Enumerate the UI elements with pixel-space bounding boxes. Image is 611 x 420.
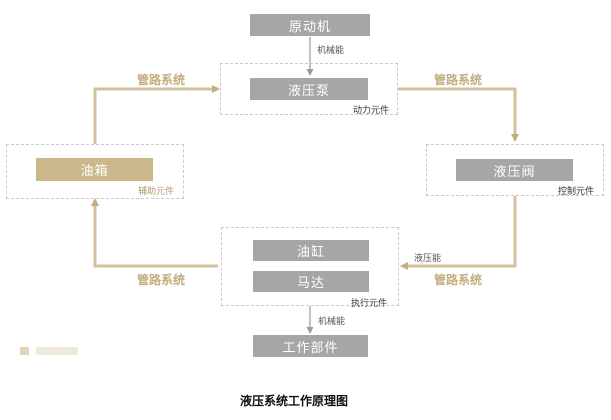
auxiliary-group-frame	[6, 144, 184, 199]
tank-box: 油箱	[36, 158, 153, 181]
actuator-group-label: 执行元件	[351, 299, 388, 309]
pipe-valve-to-actuator	[400, 196, 517, 270]
cylinder-box: 油缸	[253, 240, 369, 261]
pipe-actuator-to-tank	[91, 198, 218, 268]
legend-blurred-text	[36, 347, 78, 355]
pipe-label-bottom-left: 管路系统	[137, 273, 186, 287]
pipe-tank-to-pump	[93, 85, 220, 144]
control-group-label: 控制元件	[558, 187, 595, 197]
power-group-label: 动力元件	[353, 106, 390, 116]
valve-box: 液压阀	[456, 159, 573, 181]
control-group-frame	[426, 144, 604, 196]
pump-box: 液压泵	[250, 78, 368, 100]
pipe-label-top-left: 管路系统	[137, 73, 186, 87]
mech-energy-label-top: 机械能	[317, 46, 345, 56]
auxiliary-group-label: 辅助元件	[138, 187, 175, 197]
motor-box: 马达	[253, 271, 369, 292]
actuator-group-frame	[221, 227, 399, 306]
pipe-label-top-right: 管路系统	[434, 73, 483, 87]
mech-energy-label-bottom: 机械能	[318, 317, 346, 327]
legend-swatch	[20, 347, 29, 355]
power-group-frame	[220, 63, 398, 115]
pipe-pump-to-valve	[398, 87, 519, 142]
diagram-caption: 液压系统工作原理图	[240, 394, 349, 408]
prime-mover-box: 原动机	[250, 14, 370, 36]
hydraulic-energy-label: 液压能	[414, 254, 442, 264]
work-part-box: 工作部件	[253, 335, 368, 357]
pipe-label-bottom-right: 管路系统	[434, 273, 483, 287]
